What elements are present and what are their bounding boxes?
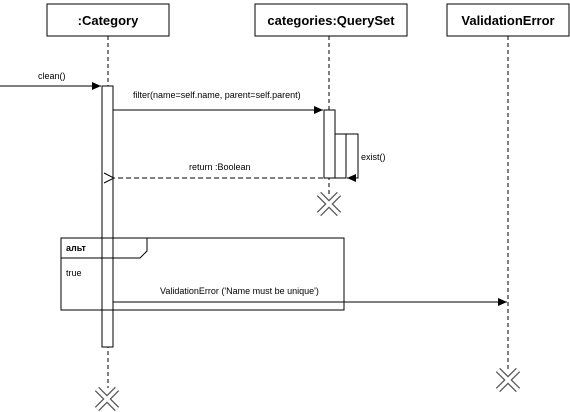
fragment-frame <box>60 237 345 311</box>
fragment-operator-label: альт <box>66 243 86 253</box>
fragment-operator-tab <box>61 238 148 259</box>
participant-label: :Category <box>78 13 139 28</box>
combined-fragment-alt[interactable]: альт true <box>60 237 345 311</box>
participant-box <box>254 3 408 37</box>
destroy-queryset-icon <box>316 191 342 217</box>
message-clean-label: clean() <box>38 71 66 81</box>
fragment-guard-label: true <box>66 268 82 278</box>
participant-category[interactable]: :Category <box>46 3 170 37</box>
message-return-label: return :Boolean <box>189 162 251 172</box>
participant-box <box>46 3 170 37</box>
activation-category[interactable] <box>101 85 114 348</box>
message-filter-label: filter(name=self.name, parent=self.paren… <box>133 90 301 100</box>
participant-label: categories:QuerySet <box>267 13 395 28</box>
activation-queryset-nested[interactable] <box>334 133 347 179</box>
participant-label: ValidationError <box>461 13 554 28</box>
participant-queryset[interactable]: categories:QuerySet <box>254 3 408 37</box>
message-exist-label: exist() <box>361 152 386 162</box>
message-validation-error-label: ValidationError ('Name must be unique') <box>160 286 319 296</box>
participant-validation-error[interactable]: ValidationError <box>446 3 570 37</box>
destroy-validation-error-icon <box>495 367 521 393</box>
destroy-category-icon <box>94 386 120 412</box>
message-exist-arrow[interactable] <box>335 133 359 182</box>
activation-queryset[interactable] <box>323 109 336 179</box>
